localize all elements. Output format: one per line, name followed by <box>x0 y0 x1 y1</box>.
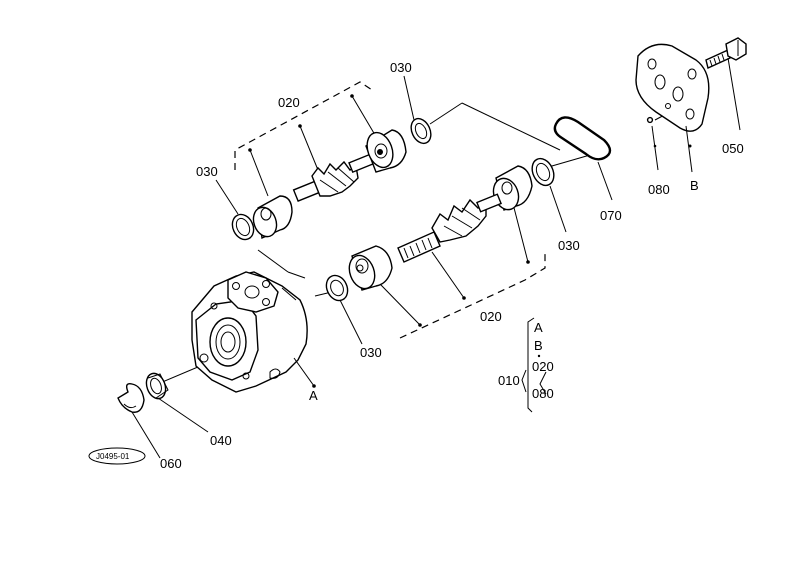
callout-070: 070 <box>600 208 622 223</box>
gear-shaft-upper <box>292 152 376 202</box>
callout-030-bottom: 030 <box>360 345 382 360</box>
callout-030-top: 030 <box>390 60 412 75</box>
legend-a: A <box>534 320 543 335</box>
stamp-text: J0495-01 <box>96 452 130 461</box>
callout-labels: 020 030 030 030 030 020 070 050 080 B A … <box>160 60 744 471</box>
snap-ring-060 <box>117 382 161 459</box>
legend-b: B <box>534 338 543 353</box>
cover-plate-b <box>635 43 710 173</box>
callout-060: 060 <box>160 456 182 471</box>
lower-bracket <box>379 199 546 339</box>
bushing-upper-right <box>365 129 407 173</box>
legend-080: 080 <box>532 386 554 401</box>
bearing-040 <box>145 372 209 433</box>
pin-080 <box>646 116 659 171</box>
bolt-050 <box>705 37 747 131</box>
bushing-lower-left <box>348 245 393 291</box>
pump-housing-a <box>191 271 316 393</box>
callout-050: 050 <box>722 141 744 156</box>
drawing-stamp: J0495-01 <box>88 447 146 465</box>
seal-030-left <box>231 213 255 241</box>
callout-020-top: 020 <box>278 95 300 110</box>
bushing-upper-left <box>252 195 293 240</box>
callout-030-mid: 030 <box>558 238 580 253</box>
seal-030-bottom <box>325 274 363 345</box>
seal-030-top <box>410 117 432 145</box>
callout-040: 040 <box>210 433 232 448</box>
gear-shaft-lower <box>397 193 502 263</box>
callout-080: 080 <box>648 182 670 197</box>
legend-010: 010 <box>498 373 520 388</box>
callout-030-left: 030 <box>196 164 218 179</box>
seal-030-mid <box>531 157 567 233</box>
callout-a: A <box>309 388 318 403</box>
o-ring-070 <box>553 116 613 201</box>
legend-020: 020 <box>532 359 554 374</box>
callout-020-bottom: 020 <box>480 309 502 324</box>
callout-b: B <box>690 178 699 193</box>
assembly-legend: A B 020 010 080 <box>498 317 554 413</box>
